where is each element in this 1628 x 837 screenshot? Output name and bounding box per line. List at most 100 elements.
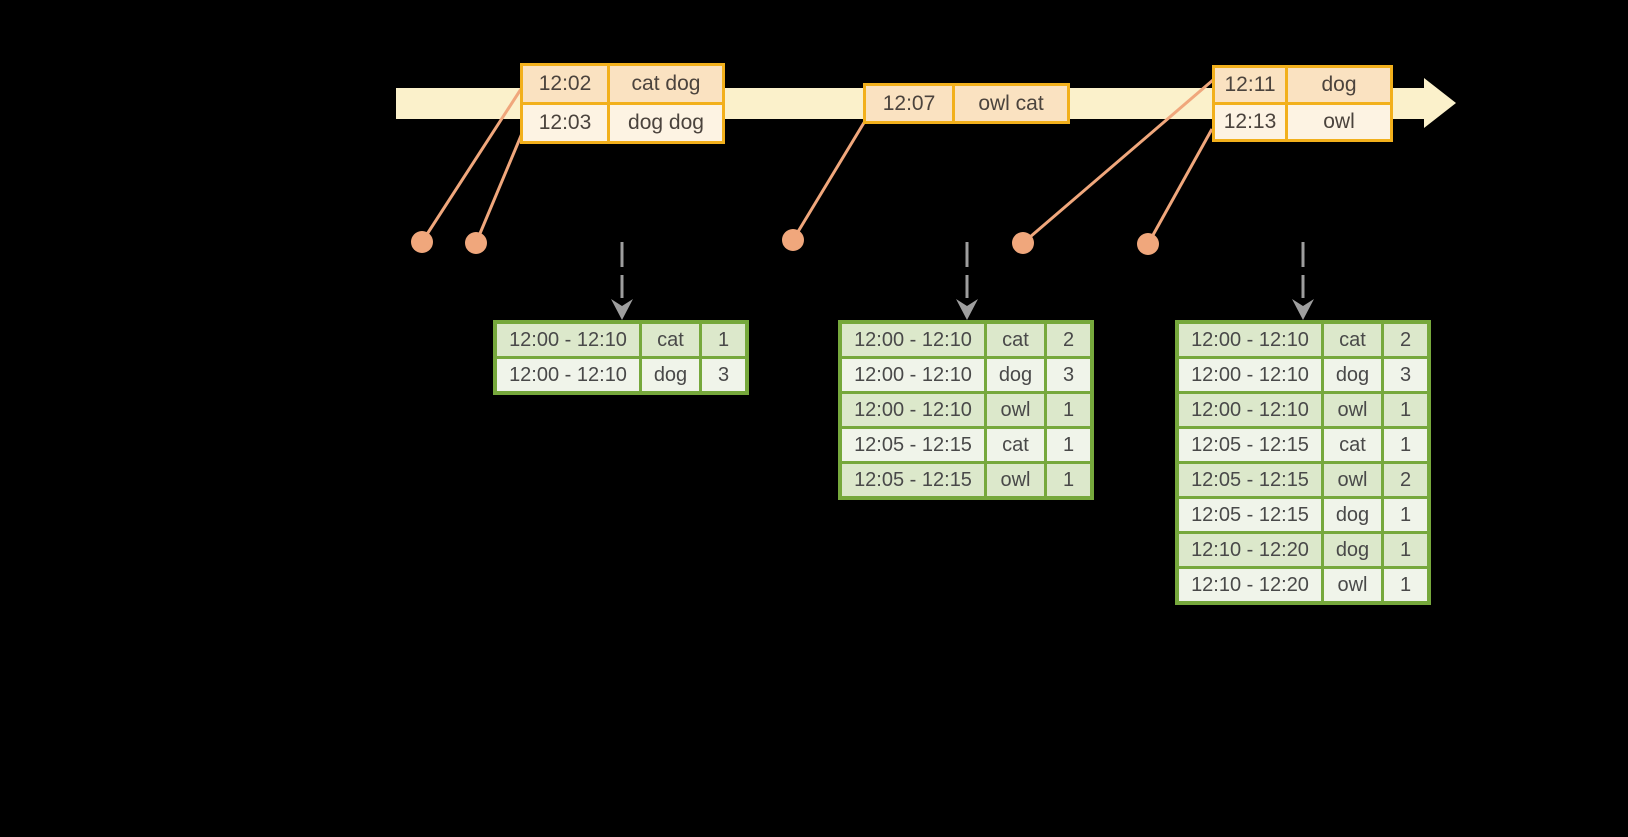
window-cell: 12:00 - 12:10: [842, 359, 984, 391]
table-row: 12:05 - 12:15 owl 2: [1179, 464, 1427, 496]
word-cell: owl: [1324, 394, 1381, 426]
result-table-2: 12:00 - 12:10 cat 2 12:00 - 12:10 dog 3 …: [838, 320, 1094, 500]
count-cell: 1: [1384, 394, 1427, 426]
trigger-arrowheads: [611, 299, 1314, 320]
table-row: 12:05 - 12:15 cat 1: [1179, 429, 1427, 461]
table-row: 12:00 - 12:10 cat 2: [842, 324, 1090, 356]
table-row: 12:10 - 12:20 dog 1: [1179, 534, 1427, 566]
event-time-dot: [1012, 232, 1034, 254]
word-cell: dog: [1324, 499, 1381, 531]
count-cell: 1: [1384, 429, 1427, 461]
word-cell: dog: [1324, 359, 1381, 391]
window-cell: 12:05 - 12:15: [1179, 464, 1321, 496]
window-cell: 12:00 - 12:10: [842, 394, 984, 426]
event-connector-line: [474, 130, 525, 244]
event-words: dog dog: [610, 105, 722, 141]
count-cell: 2: [1384, 324, 1427, 356]
table-row: 12:10 - 12:20 owl 1: [1179, 569, 1427, 601]
window-cell: 12:00 - 12:10: [1179, 324, 1321, 356]
word-cell: cat: [642, 324, 699, 356]
event-words: cat dog: [610, 66, 722, 102]
window-cell: 12:00 - 12:10: [497, 359, 639, 391]
event-box-1202: 12:02 cat dog 12:03 dog dog: [520, 63, 725, 144]
table-row: 12:00 - 12:10 dog 3: [842, 359, 1090, 391]
window-cell: 12:10 - 12:20: [1179, 534, 1321, 566]
event-connector-lines: [420, 78, 1214, 245]
event-time: 12:11: [1215, 68, 1285, 102]
count-cell: 1: [1384, 499, 1427, 531]
word-cell: dog: [1324, 534, 1381, 566]
table-row: 12:00 - 12:10 owl 1: [1179, 394, 1427, 426]
event-time: 12:02: [523, 66, 607, 102]
event-row: 12:07 owl cat: [866, 86, 1067, 121]
count-cell: 3: [1384, 359, 1427, 391]
table-row: 12:05 - 12:15 owl 1: [842, 464, 1090, 496]
event-time-dot: [782, 229, 804, 251]
event-row: 12:02 cat dog: [523, 66, 722, 102]
word-cell: owl: [1324, 569, 1381, 601]
event-row: 12:13 owl: [1215, 105, 1390, 139]
window-cell: 12:05 - 12:15: [842, 429, 984, 461]
window-cell: 12:05 - 12:15: [1179, 429, 1321, 461]
window-cell: 12:05 - 12:15: [1179, 499, 1321, 531]
table-row: 12:00 - 12:10 dog 3: [1179, 359, 1427, 391]
window-cell: 12:00 - 12:10: [1179, 359, 1321, 391]
result-table-3: 12:00 - 12:10 cat 2 12:00 - 12:10 dog 3 …: [1175, 320, 1431, 605]
trigger-arrow-lines: [620, 242, 1305, 298]
event-time: 12:13: [1215, 105, 1285, 139]
word-cell: owl: [987, 464, 1044, 496]
event-time: 12:03: [523, 105, 607, 141]
event-time-axis-arrowhead: [1424, 78, 1456, 128]
event-time-dot: [411, 231, 433, 253]
word-cell: cat: [987, 429, 1044, 461]
table-row: 12:00 - 12:10 cat 2: [1179, 324, 1427, 356]
count-cell: 3: [702, 359, 745, 391]
word-cell: cat: [1324, 324, 1381, 356]
event-time: 12:07: [866, 86, 952, 121]
event-box-1207: 12:07 owl cat: [863, 83, 1070, 124]
event-time-dot: [1137, 233, 1159, 255]
window-cell: 12:00 - 12:10: [1179, 394, 1321, 426]
count-cell: 1: [1384, 569, 1427, 601]
count-cell: 1: [1047, 394, 1090, 426]
window-cell: 12:00 - 12:10: [842, 324, 984, 356]
word-cell: dog: [987, 359, 1044, 391]
word-cell: dog: [642, 359, 699, 391]
table-row: 12:05 - 12:15 cat 1: [842, 429, 1090, 461]
event-connector-line: [1146, 128, 1214, 245]
count-cell: 2: [1047, 324, 1090, 356]
word-cell: cat: [987, 324, 1044, 356]
event-words: owl: [1288, 105, 1390, 139]
word-cell: owl: [1324, 464, 1381, 496]
event-connector-line: [420, 88, 523, 243]
event-row: 12:03 dog dog: [523, 105, 722, 141]
window-cell: 12:10 - 12:20: [1179, 569, 1321, 601]
trigger-arrowhead: [956, 299, 978, 320]
window-cell: 12:00 - 12:10: [497, 324, 639, 356]
event-words: owl cat: [955, 86, 1067, 121]
word-cell: owl: [987, 394, 1044, 426]
count-cell: 1: [1047, 464, 1090, 496]
table-row: 12:00 - 12:10 owl 1: [842, 394, 1090, 426]
event-connector-line: [791, 120, 867, 241]
event-words: dog: [1288, 68, 1390, 102]
result-table-1: 12:00 - 12:10 cat 1 12:00 - 12:10 dog 3: [493, 320, 749, 395]
count-cell: 1: [1047, 429, 1090, 461]
word-cell: cat: [1324, 429, 1381, 461]
count-cell: 2: [1384, 464, 1427, 496]
trigger-arrowhead: [611, 299, 633, 320]
event-box-1211: 12:11 dog 12:13 owl: [1212, 65, 1393, 142]
table-row: 12:00 - 12:10 cat 1: [497, 324, 745, 356]
count-cell: 3: [1047, 359, 1090, 391]
table-row: 12:05 - 12:15 dog 1: [1179, 499, 1427, 531]
event-time-dots: [411, 229, 1159, 255]
table-row: 12:00 - 12:10 dog 3: [497, 359, 745, 391]
event-row: 12:11 dog: [1215, 68, 1390, 102]
window-cell: 12:05 - 12:15: [842, 464, 984, 496]
trigger-arrowhead: [1292, 299, 1314, 320]
count-cell: 1: [1384, 534, 1427, 566]
event-connector-line: [1022, 78, 1214, 245]
event-time-dot: [465, 232, 487, 254]
